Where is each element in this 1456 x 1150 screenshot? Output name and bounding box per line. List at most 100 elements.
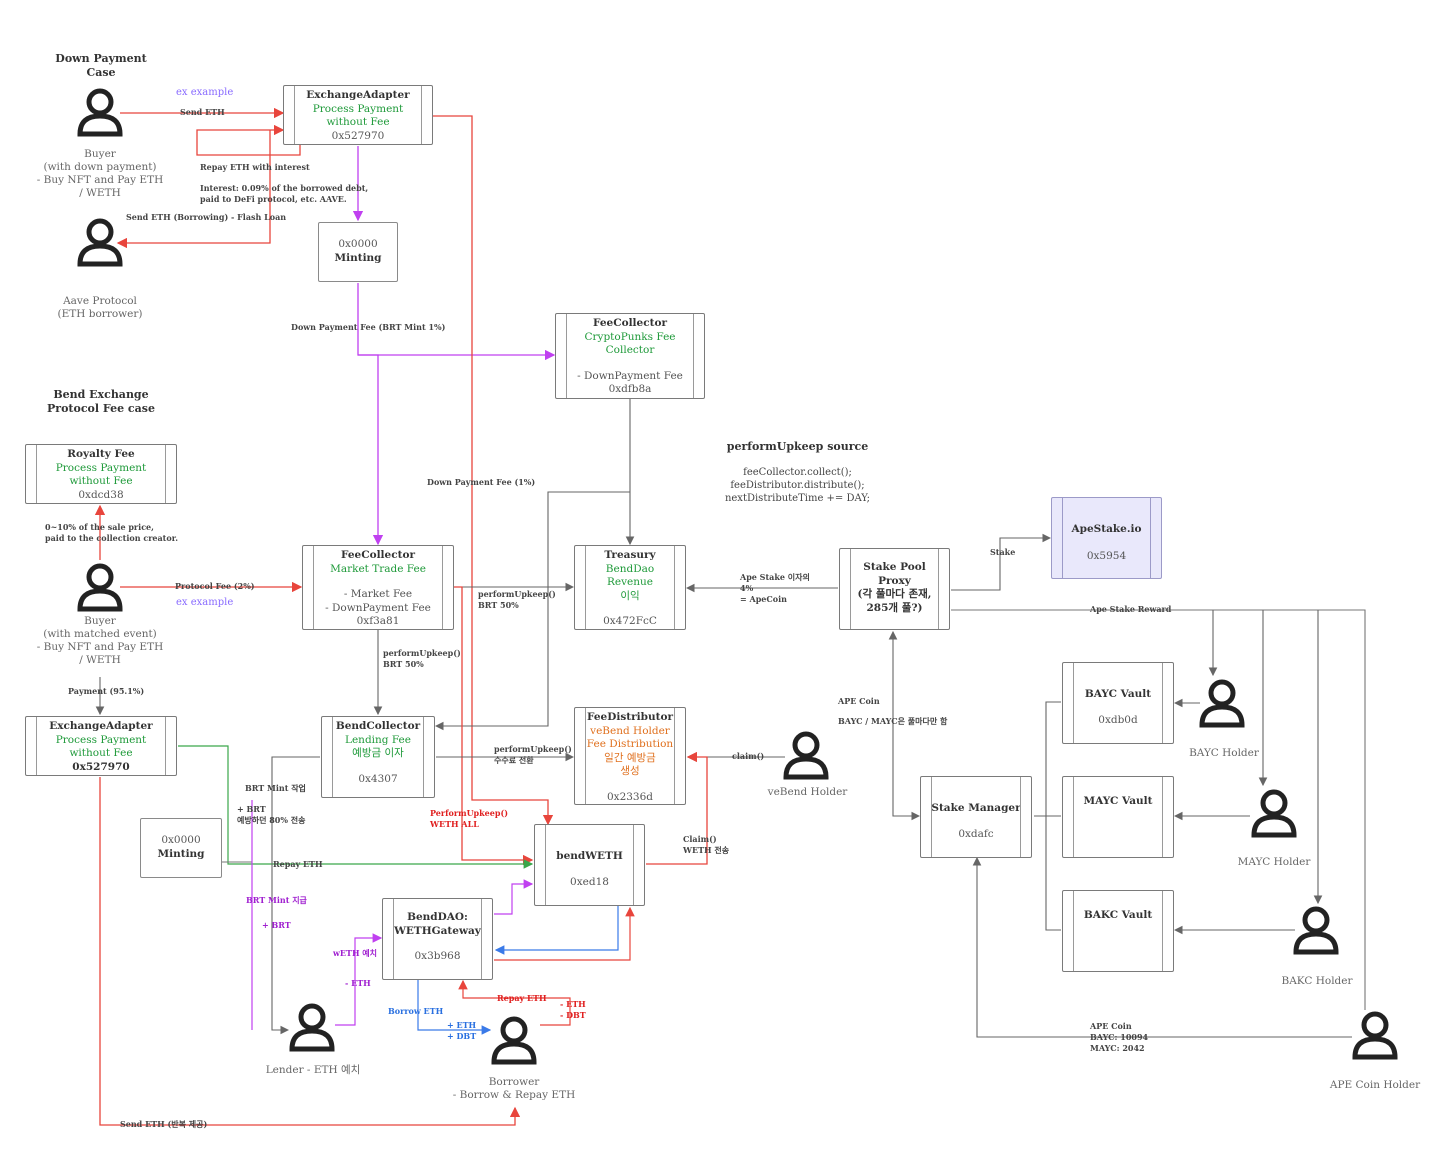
label-borrow-eth: Borrow ETH [388, 1006, 444, 1016]
box-exchange-adapter-top[interactable]: ExchangeAdapter Process Payment without … [283, 85, 433, 145]
box-stake-manager[interactable]: Stake Manager 0xdafc [920, 776, 1032, 858]
box-line: WETHGateway [394, 924, 481, 937]
box-line: without Fee [326, 116, 390, 128]
box-bayc-vault[interactable]: BAYC Vault 0xdb0d [1062, 662, 1174, 744]
actor-buyer-matched: Buyer (with matched event) - Buy NFT and… [36, 615, 164, 666]
actor-icon-buyer-down [77, 88, 123, 137]
box-address: 0x2336d [606, 790, 654, 803]
edge-stakepool-stakemanager [892, 695, 921, 821]
actor-icon-aave [77, 218, 123, 267]
box-royalty-fee[interactable]: Royalty Fee Process Payment without Fee … [25, 444, 177, 504]
label-brt-mint-2: BRT Mint 지급 [246, 895, 307, 905]
box-fee-collector-market[interactable]: FeeCollector Market Trade Fee - Market F… [302, 545, 454, 630]
actor-icon-bayc [1199, 679, 1245, 728]
label-bayc-mayc-note: BAYC / MAYC은 풀마다만 함 [838, 716, 948, 726]
label-royalty-note-1: 0~10% of the sale price, [45, 522, 154, 532]
code-line-1: feeCollector.collect(); [743, 467, 852, 478]
edge-apeholder-stakemanager [972, 856, 1352, 1038]
box-address: 0x3b968 [414, 950, 461, 962]
actor-icon-mayc [1251, 789, 1297, 838]
box-minting-bottom[interactable]: 0x0000 Minting [140, 818, 222, 878]
box-address: 0x5954 [1086, 550, 1127, 562]
actor-mayc-holder: MAYC Holder [1237, 856, 1311, 868]
actor-lender: Lender - ETH 예치 [265, 1064, 361, 1076]
box-title: Stake Manager [931, 802, 1021, 814]
label-plus-eth: + ETH [447, 1020, 477, 1030]
label-payment-95: Payment (95.1%) [68, 686, 145, 696]
label-flash-loan: Send ETH (Borrowing) - Flash Loan [126, 212, 287, 222]
box-fee-distributor[interactable]: FeeDistributor veBend Holder Fee Distrib… [574, 707, 686, 805]
box-address: 0xed18 [570, 876, 609, 888]
label-send-eth: Send ETH [180, 107, 225, 117]
box-bakc-vault[interactable]: BAKC Vault [1062, 890, 1174, 972]
box-line: 일간 예방금 [604, 751, 656, 764]
label-claim-weth-2: WETH 전송 [683, 845, 730, 855]
label-interest-note-1: Interest: 0.09% of the borrowed debt, [200, 183, 369, 193]
label-brt-plus: + BRT [237, 804, 266, 814]
actor-icon-buyer-matched [77, 563, 123, 612]
box-title: bendWETH [556, 850, 623, 862]
box-line: without Fee [69, 475, 133, 487]
box-title: Minting [334, 252, 382, 264]
box-title: BAYC Vault [1084, 688, 1152, 700]
label-ape-stake-1: Ape Stake 이자의 [740, 572, 810, 582]
box-line: - Market Fee [343, 588, 413, 600]
label-upkeep-fee-1: performUpkeep() [494, 744, 572, 754]
edge-reward-bus [951, 609, 1366, 1010]
box-bend-weth[interactable]: bendWETH 0xed18 [534, 824, 645, 906]
box-line: Fee Distribution [586, 738, 674, 750]
box-title: MAYC Vault [1083, 795, 1153, 807]
box-treasury[interactable]: Treasury BendDao Revenue 이익 0x472FcC [574, 545, 686, 630]
box-line: BendDao [605, 562, 655, 575]
label-upkeep-fee-2: 수수료 전환 [494, 755, 534, 765]
box-line: 이익 [620, 589, 640, 602]
box-fee-collector-cryptopunks[interactable]: FeeCollector CryptoPunks Fee Collector -… [555, 313, 705, 399]
label-ex-example-2: ex example [176, 597, 234, 608]
box-mayc-vault[interactable]: MAYC Vault [1062, 776, 1174, 858]
box-address: 0xf3a81 [356, 615, 400, 627]
box-weth-gateway[interactable]: BendDAO: WETHGateway 0x3b968 [382, 898, 493, 980]
box-exchange-adapter-bottom[interactable]: ExchangeAdapter Process Payment without … [25, 716, 177, 776]
label-upkeep-a2: BRT 50% [478, 600, 519, 610]
label-ape-counts-2: BAYC: 10094 [1090, 1032, 1149, 1042]
box-minting-top[interactable]: 0x0000 Minting [318, 222, 398, 282]
box-title: Stake Pool [863, 561, 926, 573]
section-down-payment: Down Payment Case [55, 52, 147, 79]
box-line: Process Payment [55, 733, 147, 746]
box-address: 0xdcd38 [78, 488, 124, 501]
box-title: FeeCollector [340, 549, 416, 561]
actor-vebend: veBend Holder [767, 786, 848, 798]
edge-bendcollector-mint [271, 756, 320, 1035]
label-repay-interest: Repay ETH with interest [200, 162, 310, 172]
box-title: Minting [157, 848, 205, 860]
section-bend-exchange: Bend Exchange Protocol Fee case [47, 388, 155, 415]
label-minus-eth: - ETH [345, 978, 371, 988]
actor-aave: Aave Protocol (ETH borrower) [57, 295, 143, 320]
edge-feecollector-bendweth-red [454, 586, 534, 866]
label-down-payment-mint: Down Payment Fee (BRT Mint 1%) [291, 322, 446, 332]
actor-buyer-down: Buyer (with down payment) - Buy NFT and … [36, 148, 164, 199]
label-ape-counts-1: APE Coin [1090, 1021, 1132, 1031]
label-upkeep-b1: performUpkeep() [383, 648, 461, 658]
box-apestake[interactable]: ApeStake.io 0x5954 [1051, 497, 1162, 579]
box-title: FeeDistributor [587, 711, 673, 723]
box-address: 0xdb0d [1098, 714, 1138, 726]
box-title: ExchangeAdapter [49, 720, 153, 732]
box-bend-collector[interactable]: BendCollector Lending Fee 예방금 이자 0x4307 [321, 716, 435, 798]
label-ape-stake-2: 4% [740, 583, 754, 593]
label-protocol-fee: Protocol Fee (2%) [175, 581, 255, 591]
label-claim-weth-1: Claim() [683, 834, 717, 844]
box-line: 285개 풀?) [866, 601, 923, 614]
edge-gateway-bendweth-red [494, 906, 635, 961]
box-stake-pool-proxy[interactable]: Stake Pool Proxy (각 풀마다 존재, 285개 풀?) [839, 548, 950, 630]
perform-upkeep-code: feeCollector.collect(); feeDistributor.d… [715, 466, 880, 505]
box-line: Process Payment [312, 102, 404, 115]
label-ape-stake-reward: Ape Stake Reward [1090, 604, 1172, 614]
box-line: Lending Fee [345, 733, 411, 746]
box-title: Treasury [604, 549, 656, 561]
edge-manager-vaults [1034, 701, 1061, 931]
box-line: 예방금 이자 [352, 747, 404, 759]
box-address: 0xdfb8a [608, 383, 652, 395]
label-upkeep-a1: performUpkeep() [478, 589, 556, 599]
edge-stakepool-apestake [951, 533, 1052, 591]
